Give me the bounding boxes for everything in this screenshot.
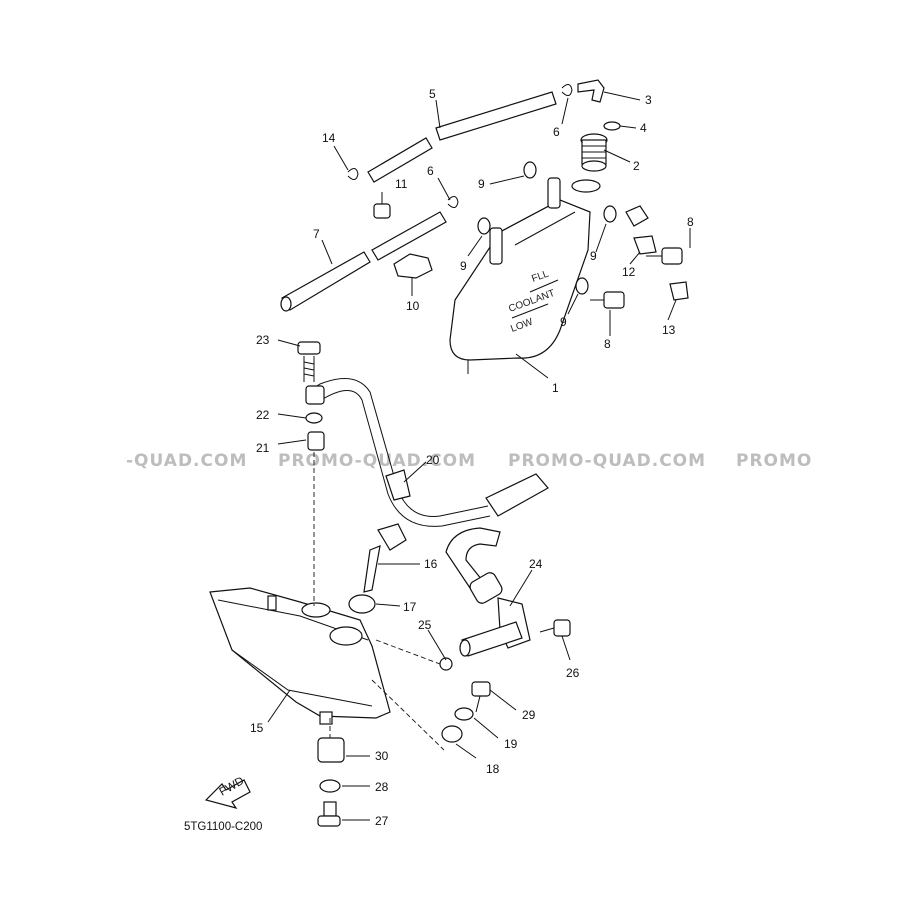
callout-9d: 9 bbox=[560, 315, 567, 329]
callout-29: 29 bbox=[522, 708, 536, 722]
hose-clips bbox=[347, 84, 689, 301]
radiator-cap bbox=[363, 523, 407, 593]
watermark-text: PROMO bbox=[736, 451, 812, 471]
callout-6b: 6 bbox=[427, 164, 434, 178]
callout-2: 2 bbox=[633, 159, 640, 173]
radiator-pipe bbox=[305, 378, 549, 527]
callout-15: 15 bbox=[250, 721, 264, 735]
callout-26: 26 bbox=[566, 666, 580, 680]
callout-11: 11 bbox=[395, 177, 408, 191]
callout-14: 14 bbox=[322, 131, 336, 145]
watermark-text: -QUAD.COM bbox=[126, 451, 247, 471]
callout-9b: 9 bbox=[460, 259, 467, 273]
water-pipe-joint bbox=[459, 597, 531, 657]
callout-16: 16 bbox=[424, 557, 438, 571]
callout-23: 23 bbox=[256, 333, 270, 347]
callout-4: 4 bbox=[640, 121, 647, 135]
watermark-text: PROMO-QUAD.COM bbox=[508, 451, 706, 471]
overflow-hose bbox=[367, 91, 557, 183]
reservoir-cap bbox=[580, 133, 608, 172]
pipe-bolt bbox=[297, 341, 321, 382]
reservoir-washers bbox=[477, 161, 617, 295]
callout-10: 10 bbox=[406, 299, 420, 313]
callout-27: 27 bbox=[375, 814, 389, 828]
callout-22: 22 bbox=[256, 408, 270, 422]
coolant-reservoir-tank: FLL COOLANT LOW bbox=[449, 177, 601, 374]
callout-20: 20 bbox=[426, 453, 440, 467]
callout-12: 12 bbox=[622, 265, 636, 279]
callout-24: 24 bbox=[529, 557, 543, 571]
callout-30: 30 bbox=[375, 749, 389, 763]
callout-7: 7 bbox=[313, 227, 320, 241]
callout-1: 1 bbox=[552, 381, 559, 395]
diagram-code: 5TG1100-C200 bbox=[184, 821, 262, 833]
callout-13: 13 bbox=[662, 323, 676, 337]
callout-8b: 8 bbox=[604, 337, 611, 351]
tank-mount-parts bbox=[317, 681, 491, 827]
callout-6: 6 bbox=[553, 125, 560, 139]
callout-9: 9 bbox=[478, 177, 485, 191]
callout-5: 5 bbox=[429, 87, 436, 101]
breather-hose bbox=[280, 211, 447, 312]
radiator-hose bbox=[445, 527, 503, 604]
callouts: 1 2 3 4 5 6 6 7 8 8 9 9 9 9 10 11 12 bbox=[250, 87, 694, 828]
callout-18: 18 bbox=[486, 762, 500, 776]
reservoir-bolts bbox=[590, 247, 683, 309]
hose-fitting bbox=[577, 79, 621, 131]
callout-8: 8 bbox=[687, 215, 694, 229]
callout-17: 17 bbox=[403, 600, 417, 614]
callout-28: 28 bbox=[375, 780, 389, 794]
watermark-text: PROMO-QUAD.COM bbox=[278, 451, 476, 471]
watermark-band: -QUAD.COM PROMO-QUAD.COM PROMO-QUAD.COM … bbox=[126, 451, 812, 471]
callout-3: 3 bbox=[645, 93, 652, 107]
forward-arrow: FWD bbox=[204, 775, 251, 809]
callout-21: 21 bbox=[256, 441, 270, 455]
callout-9c: 9 bbox=[590, 249, 597, 263]
callout-25: 25 bbox=[418, 618, 432, 632]
radiator-tank bbox=[209, 587, 391, 725]
assembly-lines bbox=[313, 452, 445, 751]
joint-bolt bbox=[539, 619, 571, 637]
callout-19: 19 bbox=[504, 737, 518, 751]
